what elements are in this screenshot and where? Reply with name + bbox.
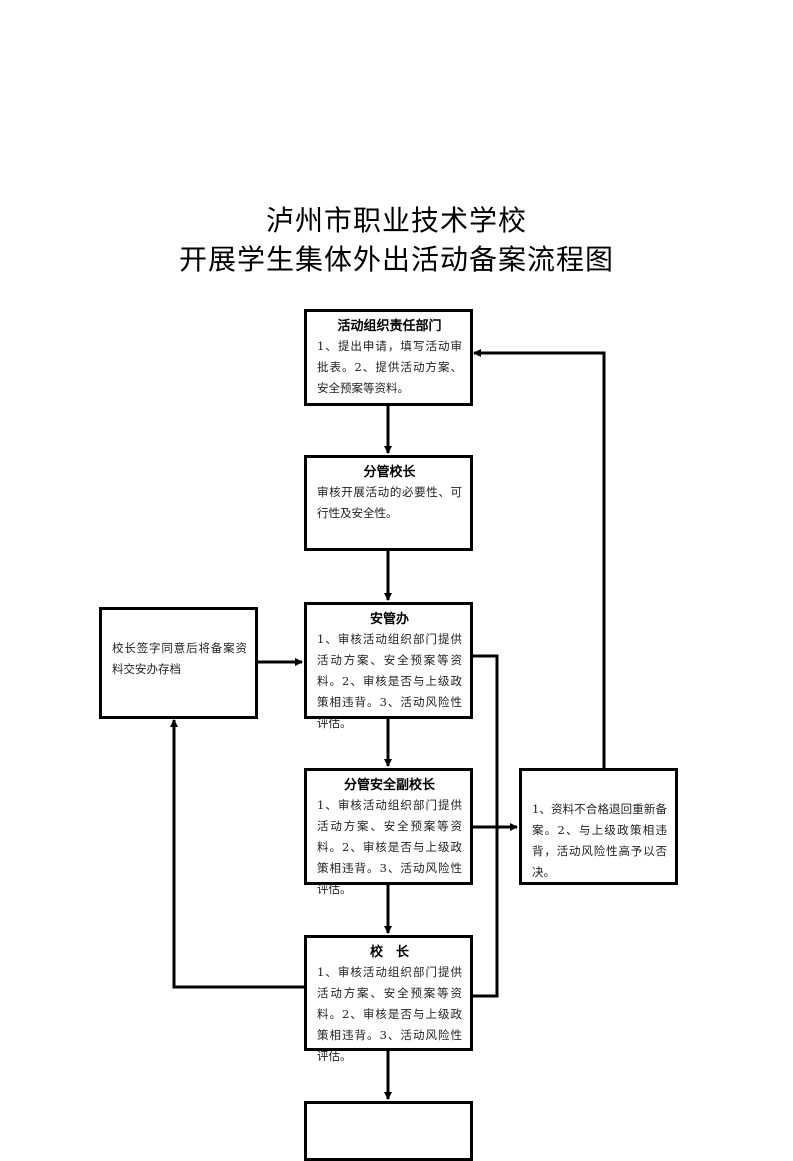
node-safety-vice-principal-text: 1、审核活动组织部门提供活动方案、安全预案等资料。2、审核是否与上级政策相违背。… (317, 798, 462, 896)
edge-reject-to-dept (473, 349, 606, 768)
node-vice-principal: 分管校长 审核开展活动的必要性、可行性及安全性。 (304, 455, 473, 551)
node-safety-office: 安管办 1、审核活动组织部门提供活动方案、安全预案等资料。2、审核是否与上级政策… (304, 602, 473, 730)
node-safety-office-text: 1、审核活动组织部门提供活动方案、安全预案等资料。2、审核是否与上级政策相违背。… (317, 632, 462, 730)
edge-safety-office-to-bus (472, 654, 499, 998)
document-title-flowchart: 开展学生集体外出活动备案流程图 (178, 243, 614, 276)
node-next (304, 1101, 473, 1161)
node-principal-title: 校 长 (369, 945, 409, 960)
document-title-school: 泸州市职业技术学校 (265, 204, 527, 237)
node-archive-text: 校长签字同意后将备案资料交安办存档 (112, 641, 247, 676)
node-dept-title: 活动组织责任部门 (337, 319, 442, 334)
node-vice-principal-title: 分管校长 (363, 465, 416, 480)
node-vice-principal-text: 审核开展活动的必要性、可行性及安全性。 (317, 485, 462, 520)
node-reject: 1、资料不合格退回重新备案。2、与上级政策相违背，活动风险性高予以否决。 (519, 768, 678, 885)
node-dept: 活动组织责任部门 1、提出申请，填写活动审批表。2、提供活动方案、安全预案等资料… (304, 309, 473, 406)
node-reject-text: 1、资料不合格退回重新备案。2、与上级政策相违背，活动风险性高予以否决。 (532, 802, 667, 879)
node-principal: 校 长 1、审核活动组织部门提供活动方案、安全预案等资料。2、审核是否与上级政策… (304, 935, 473, 1063)
node-safety-office-title: 安管办 (369, 612, 409, 627)
node-principal-text: 1、审核活动组织部门提供活动方案、安全预案等资料。2、审核是否与上级政策相违背。… (317, 965, 462, 1063)
edge-principal-to-archive (170, 719, 304, 989)
node-archive: 校长签字同意后将备案资料交安办存档 (99, 607, 258, 719)
node-safety-vice-principal: 分管安全副校长 1、审核活动组织部门提供活动方案、安全预案等资料。2、审核是否与… (304, 768, 473, 896)
node-safety-vice-principal-title: 分管安全副校长 (343, 778, 435, 793)
node-dept-text: 1、提出申请，填写活动审批表。2、提供活动方案、安全预案等资料。 (317, 339, 462, 395)
